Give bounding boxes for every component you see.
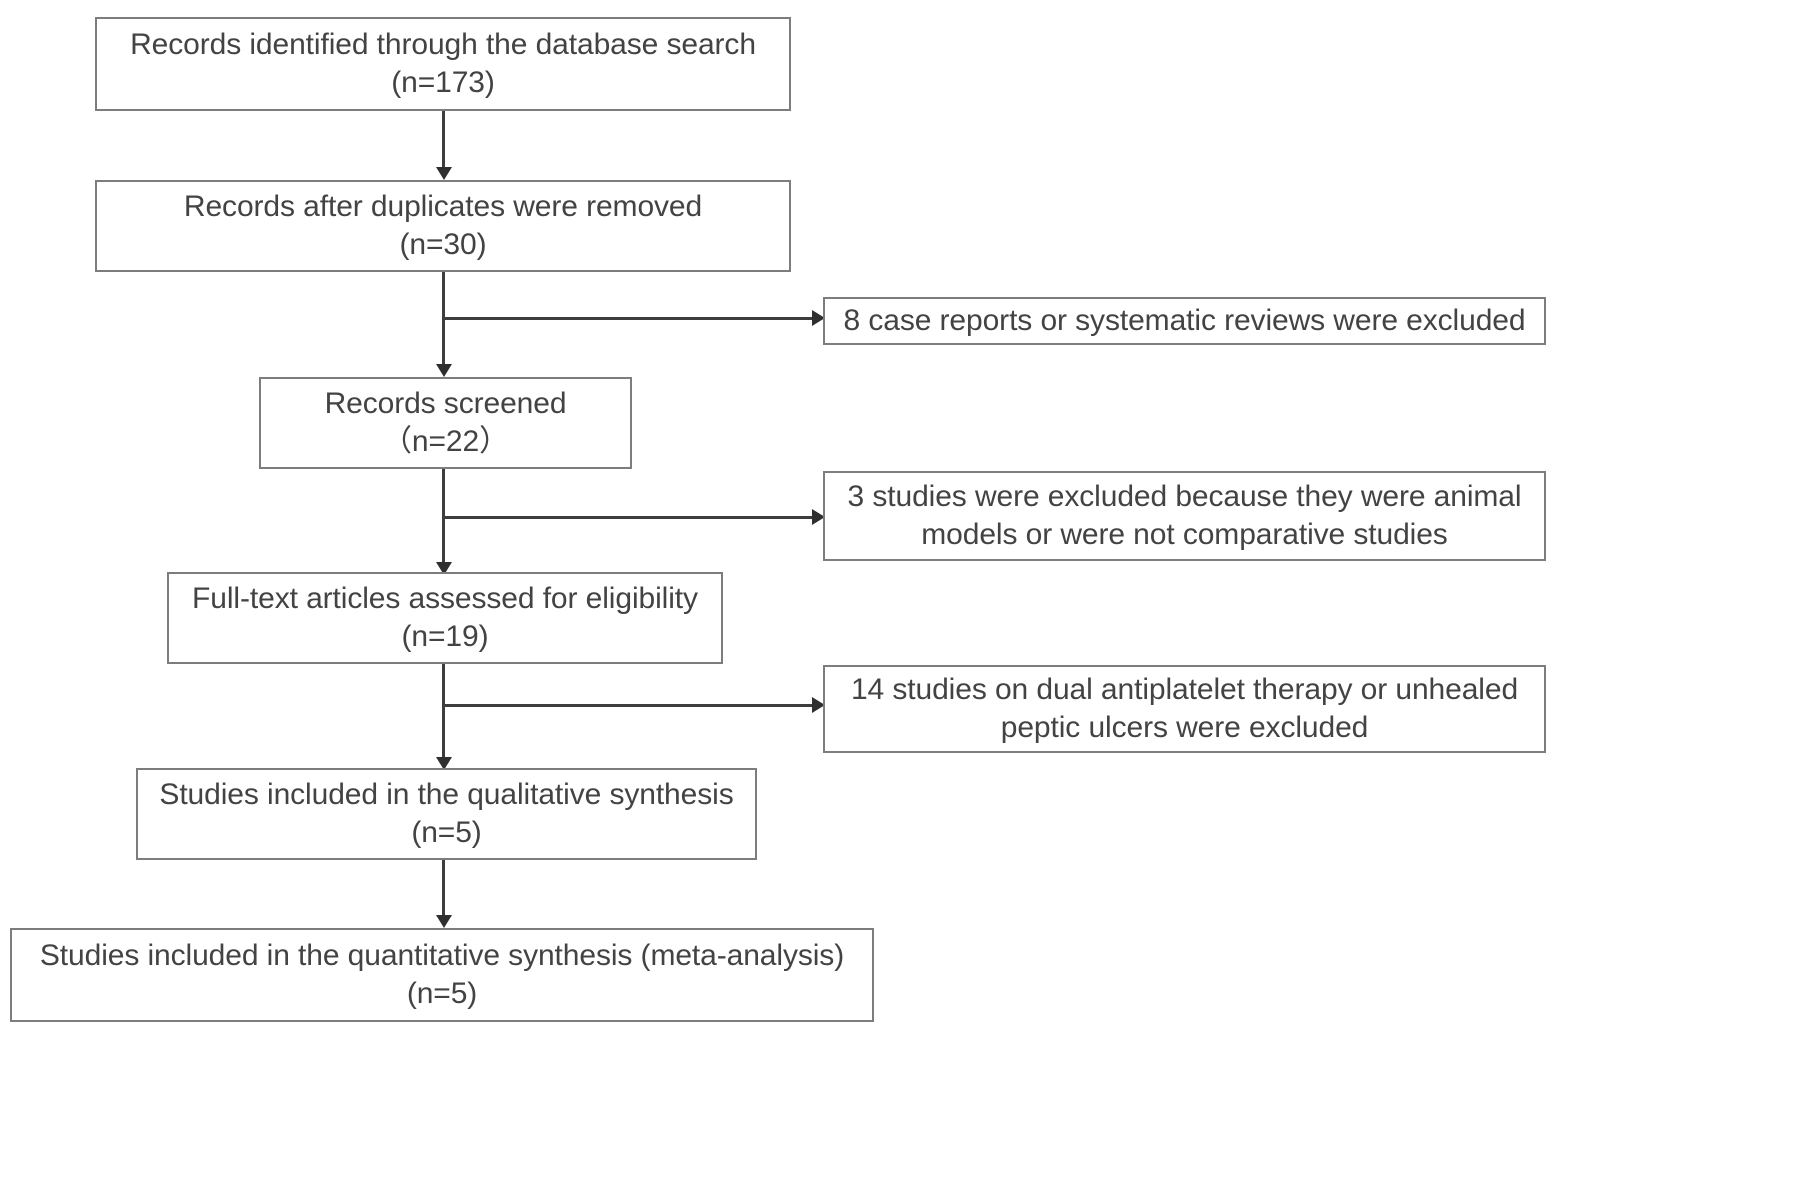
arrowhead-screened-to-fulltext	[436, 562, 452, 575]
box-exclusion-dual-antiplatelet-line1: 14 studies on dual antiplatelet therapy …	[850, 672, 1519, 706]
box-fulltext-assessed-line1: Full-text articles assessed for eligibil…	[192, 581, 698, 615]
box-exclusion-case-reports-line1: 8 case reports or systematic reviews wer…	[843, 303, 1526, 337]
box-exclusion-dual-antiplatelet[interactable]: 14 studies on dual antiplatelet therapy …	[823, 665, 1546, 753]
box-fulltext-assessed[interactable]: Full-text articles assessed for eligibil…	[167, 572, 723, 664]
arrowhead-duplicates-to-screened	[436, 364, 452, 377]
connector-screened-to-fulltext	[442, 469, 445, 569]
box-duplicates-removed-line2: (n=30)	[399, 228, 487, 261]
box-qualitative-synthesis-line2: (n=5)	[411, 816, 482, 849]
branch-to-exclusion-case-reports	[442, 317, 818, 320]
box-quantitative-synthesis-line2: (n=5)	[406, 977, 478, 1010]
box-records-screened-line2: （n=22）	[382, 425, 509, 458]
box-records-identified[interactable]: Records identified through the database …	[95, 17, 791, 111]
box-records-identified-line1: Records identified through the database …	[130, 27, 756, 61]
box-duplicates-removed-line1: Records after duplicates were removed	[183, 189, 703, 223]
box-qualitative-synthesis-line1: Studies included in the qualitative synt…	[159, 777, 734, 811]
box-records-identified-line2: (n=173)	[391, 66, 495, 99]
box-fulltext-assessed-line2: (n=19)	[401, 620, 489, 653]
box-exclusion-case-reports[interactable]: 8 case reports or systematic reviews wer…	[823, 297, 1546, 345]
box-quantitative-synthesis[interactable]: Studies included in the quantitative syn…	[10, 928, 874, 1022]
connector-duplicates-to-screened	[442, 272, 445, 370]
arrowhead-exclusion-animal-models	[812, 509, 825, 525]
box-exclusion-animal-models-line2: models or were not comparative studies	[921, 518, 1448, 551]
arrowhead-fulltext-to-qualitative	[436, 757, 452, 770]
arrowhead-identified-to-duplicates	[436, 167, 452, 180]
arrowhead-exclusion-case-reports	[812, 310, 825, 326]
box-records-screened[interactable]: Records screened （n=22）	[259, 377, 632, 469]
connector-identified-to-duplicates	[442, 111, 445, 173]
box-exclusion-dual-antiplatelet-line2: peptic ulcers were excluded	[1000, 711, 1369, 744]
box-exclusion-animal-models[interactable]: 3 studies were excluded because they wer…	[823, 471, 1546, 561]
box-quantitative-synthesis-line1: Studies included in the quantitative syn…	[39, 938, 845, 972]
box-duplicates-removed[interactable]: Records after duplicates were removed (n…	[95, 180, 791, 272]
connector-qualitative-to-quantitative	[442, 860, 445, 921]
arrowhead-qualitative-to-quantitative	[436, 915, 452, 928]
box-qualitative-synthesis[interactable]: Studies included in the qualitative synt…	[136, 768, 757, 860]
box-exclusion-animal-models-line1: 3 studies were excluded because they wer…	[847, 479, 1522, 513]
box-records-screened-line1: Records screened	[324, 386, 567, 420]
branch-to-exclusion-animal-models	[442, 516, 818, 519]
connector-fulltext-to-qualitative	[442, 664, 445, 764]
branch-to-exclusion-dual-antiplatelet	[442, 704, 818, 707]
arrowhead-exclusion-dual-antiplatelet	[812, 697, 825, 713]
